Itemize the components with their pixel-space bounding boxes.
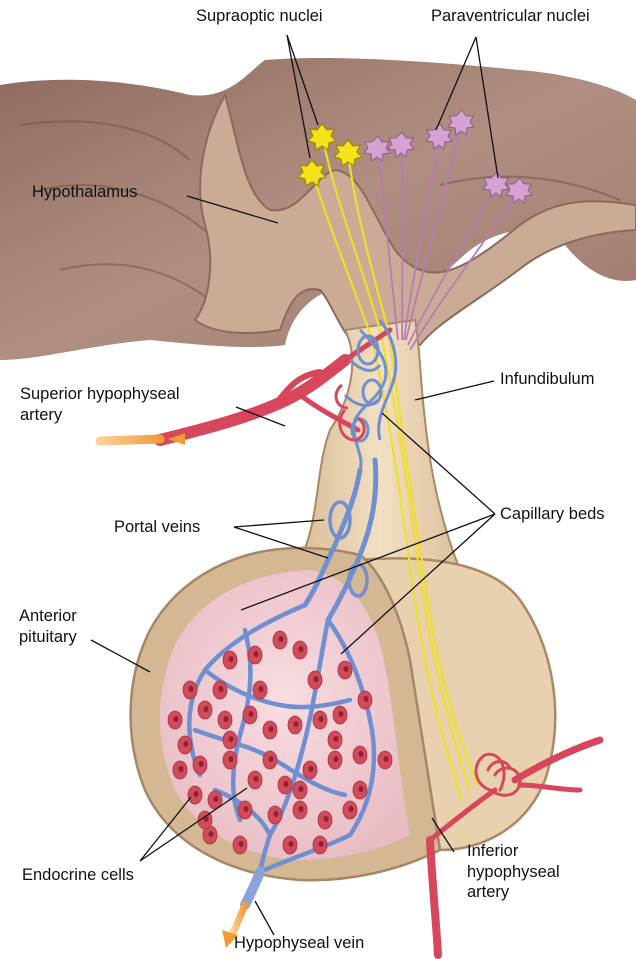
endocrine-cell-nucleus	[349, 806, 354, 812]
label-superior-hypophyseal-artery: Superior hypophyseal artery	[20, 384, 180, 425]
label-capillary-beds: Capillary beds	[500, 504, 605, 525]
label-hypophyseal-vein: Hypophyseal vein	[234, 933, 364, 954]
endocrine-cell-nucleus	[299, 646, 304, 652]
label-infundibulum: Infundibulum	[500, 369, 594, 390]
endocrine-cell-nucleus	[219, 686, 224, 692]
endocrine-cell-nucleus	[209, 831, 214, 837]
label-portal-veins: Portal veins	[114, 517, 200, 538]
label-anterior-pituitary-line2: pituitary	[19, 627, 77, 648]
endocrine-cell-nucleus	[274, 811, 279, 817]
endocrine-cell-nucleus	[199, 761, 204, 767]
endocrine-cell-nucleus	[229, 756, 234, 762]
label-inferior-artery-line2: hypophyseal	[467, 862, 560, 883]
endocrine-cell-nucleus	[309, 766, 314, 772]
endocrine-cell-nucleus	[254, 651, 259, 657]
label-inferior-artery-line3: artery	[467, 882, 560, 903]
endocrine-cell-nucleus	[179, 766, 184, 772]
label-anterior-pituitary: Anterior pituitary	[19, 606, 77, 647]
endocrine-cell-nucleus	[359, 786, 364, 792]
endocrine-cell-nucleus	[294, 721, 299, 727]
endocrine-cell-nucleus	[254, 776, 259, 782]
endocrine-cell-nucleus	[344, 666, 349, 672]
endocrine-cell-nucleus	[214, 796, 219, 802]
endocrine-cell-nucleus	[269, 756, 274, 762]
endocrine-cell-nucleus	[174, 716, 179, 722]
infundibulum-stalk	[300, 320, 460, 570]
label-anterior-pituitary-line1: Anterior	[19, 606, 77, 627]
endocrine-cell-nucleus	[204, 706, 209, 712]
label-inferior-artery-line1: Inferior	[467, 841, 560, 862]
endocrine-cell-nucleus	[314, 676, 319, 682]
label-superior-artery-line1: Superior hypophyseal	[20, 384, 180, 405]
endocrine-cell-nucleus	[269, 726, 274, 732]
endocrine-cell-nucleus	[334, 756, 339, 762]
endocrine-cell-nucleus	[259, 686, 264, 692]
endocrine-cell-nucleus	[194, 791, 199, 797]
label-hypothalamus: Hypothalamus	[32, 182, 137, 203]
endocrine-cell-nucleus	[339, 711, 344, 717]
label-superior-artery-line2: artery	[20, 405, 180, 426]
label-inferior-hypophyseal-artery: Inferior hypophyseal artery	[467, 841, 560, 903]
endocrine-cell-nucleus	[279, 636, 284, 642]
endocrine-cell-nucleus	[249, 711, 254, 717]
endocrine-cell-nucleus	[319, 716, 324, 722]
endocrine-cell-nucleus	[319, 841, 324, 847]
endocrine-cell-nucleus	[189, 686, 194, 692]
endocrine-cell-nucleus	[229, 736, 234, 742]
endocrine-cell-nucleus	[224, 716, 229, 722]
endocrine-cell-nucleus	[334, 736, 339, 742]
endocrine-cell-nucleus	[289, 841, 294, 847]
endocrine-cell-nucleus	[284, 781, 289, 787]
endocrine-cell-nucleus	[244, 806, 249, 812]
endocrine-cell-nucleus	[299, 786, 304, 792]
endocrine-cell-nucleus	[324, 816, 329, 822]
endocrine-cell-nucleus	[239, 841, 244, 847]
endocrine-cell-nucleus	[384, 756, 389, 762]
endocrine-cell-nucleus	[299, 806, 304, 812]
label-paraventricular-nuclei: Paraventricular nuclei	[431, 6, 590, 27]
endocrine-cell-nucleus	[364, 696, 369, 702]
endocrine-cell-nucleus	[184, 741, 189, 747]
endocrine-cell-nucleus	[359, 751, 364, 757]
endocrine-cell-nucleus	[229, 656, 234, 662]
label-supraoptic-nuclei: Supraoptic nuclei	[196, 6, 323, 27]
label-endocrine-cells: Endocrine cells	[22, 865, 134, 886]
